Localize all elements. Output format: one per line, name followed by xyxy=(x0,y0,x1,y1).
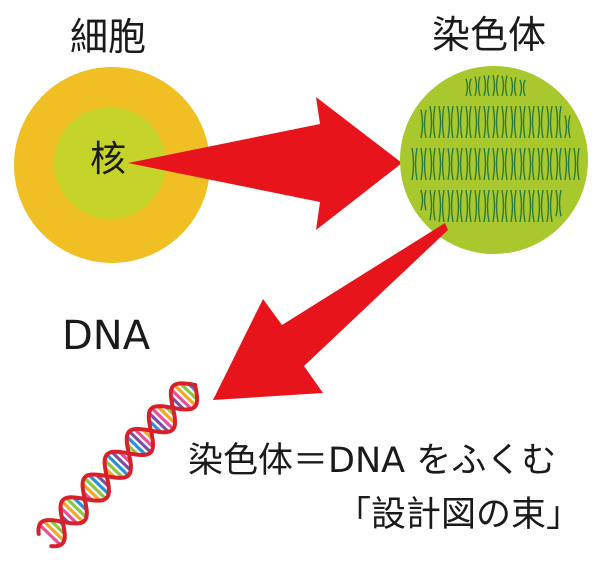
dna-rung xyxy=(59,506,79,525)
chromosome-strand xyxy=(546,147,553,181)
chromosome-strand xyxy=(483,75,490,97)
chromosome-strand xyxy=(483,105,490,139)
dna-rung xyxy=(125,435,147,456)
dna-label: DNA xyxy=(62,313,151,359)
chromosome-strand xyxy=(465,78,472,97)
dna-rung xyxy=(173,383,197,407)
chromosome-strand xyxy=(438,105,445,139)
chromosome-strand xyxy=(456,105,463,139)
chromosome-strand xyxy=(483,147,490,181)
chromosome-strand xyxy=(474,147,481,181)
chromosome-strand xyxy=(465,189,472,223)
chromosome-strand xyxy=(555,189,562,217)
chromosome-strand xyxy=(528,147,535,181)
chromosome-strand xyxy=(564,115,571,139)
chromosome-strand xyxy=(546,189,553,223)
dna-rung xyxy=(110,450,132,472)
chromosome-strand xyxy=(447,189,454,223)
chromosome-strand xyxy=(546,105,553,139)
chromosome-strand xyxy=(510,77,517,97)
chromosome-strand xyxy=(456,189,463,223)
chromosome-strand xyxy=(438,189,445,223)
chromosome-strand xyxy=(528,105,535,139)
dna-rung xyxy=(103,459,124,479)
dna-rung xyxy=(38,523,62,547)
dna-rung xyxy=(156,405,177,425)
chromosome-strand xyxy=(447,105,454,139)
chromosome-strand xyxy=(519,147,526,181)
chromosome-strand xyxy=(492,147,499,181)
chromosome-strand xyxy=(492,189,499,223)
dna-rung xyxy=(81,482,102,502)
chromosome-strand xyxy=(510,189,517,223)
caption-line-2: 「設計図の束」 xyxy=(336,495,582,535)
dna-rung xyxy=(60,500,85,524)
chromosome-strand xyxy=(501,75,508,97)
chromosome-strand xyxy=(519,79,526,97)
chromosome-strand xyxy=(510,105,517,139)
chromosome-strand xyxy=(501,105,508,139)
dna-strand-b xyxy=(49,383,200,549)
chromosome-strand xyxy=(429,105,436,139)
dna-rung xyxy=(65,496,88,519)
chromosome-strands xyxy=(411,74,580,223)
chromosome-strand xyxy=(501,147,508,181)
chromosome-strand xyxy=(411,147,418,181)
dna-helix xyxy=(36,381,200,549)
chromosome-label: 染色体 xyxy=(432,13,547,57)
chromosome-strand xyxy=(519,189,526,223)
dna-rung xyxy=(147,411,170,433)
dna-strand-a xyxy=(36,381,197,536)
caption-line-1: 染色体＝DNA をふくむ xyxy=(188,441,557,481)
chromosome-strand xyxy=(555,105,562,139)
nucleus-circle xyxy=(54,107,166,219)
dna-rung xyxy=(83,476,107,500)
chromosome-strand xyxy=(420,147,427,181)
arrow-chromosome-to-dna xyxy=(213,223,448,400)
dna-rung xyxy=(87,473,110,496)
chromosome-strand xyxy=(474,189,481,223)
chromosome-strand xyxy=(465,105,472,139)
dna-rung xyxy=(133,427,155,448)
chromosome-strand xyxy=(474,105,481,139)
chromosome-strand xyxy=(429,189,436,221)
chromosome-strand xyxy=(510,147,517,181)
chromosome-strand xyxy=(528,189,535,223)
dna-rung xyxy=(128,430,152,454)
chromosome-strand xyxy=(429,147,436,181)
dna-rung xyxy=(179,382,199,401)
chromosome-strand xyxy=(501,189,508,223)
chromosome-strand xyxy=(465,147,472,181)
chromosome-strand xyxy=(564,147,571,181)
dna-rung xyxy=(170,388,193,411)
chromosome-strand xyxy=(438,147,445,181)
cell-label: 細胞 xyxy=(70,15,147,59)
chromosome-strand xyxy=(456,147,463,181)
dna-rung xyxy=(42,519,66,543)
chromosome-strand xyxy=(492,105,499,139)
chromosome-strand xyxy=(492,74,499,97)
chromosome-strand xyxy=(420,189,427,211)
chromosome-strand xyxy=(447,147,454,181)
chromosome-strand xyxy=(573,147,580,181)
chromosome-strand xyxy=(474,76,481,97)
dna-rung xyxy=(105,453,130,477)
chromosome-strand xyxy=(420,109,427,139)
nucleus-label: 核 xyxy=(90,139,127,180)
dna-rung xyxy=(150,407,175,431)
chromosome-strand xyxy=(537,105,544,139)
arrow-nucleus-to-chromosome xyxy=(128,97,402,230)
dna-rung xyxy=(49,518,66,536)
chromosome-strand xyxy=(519,105,526,139)
chromosome-strand xyxy=(555,147,562,181)
chromosome-strand xyxy=(483,189,490,223)
chromosome-strand xyxy=(537,189,544,223)
chromosome-strand xyxy=(537,147,544,181)
